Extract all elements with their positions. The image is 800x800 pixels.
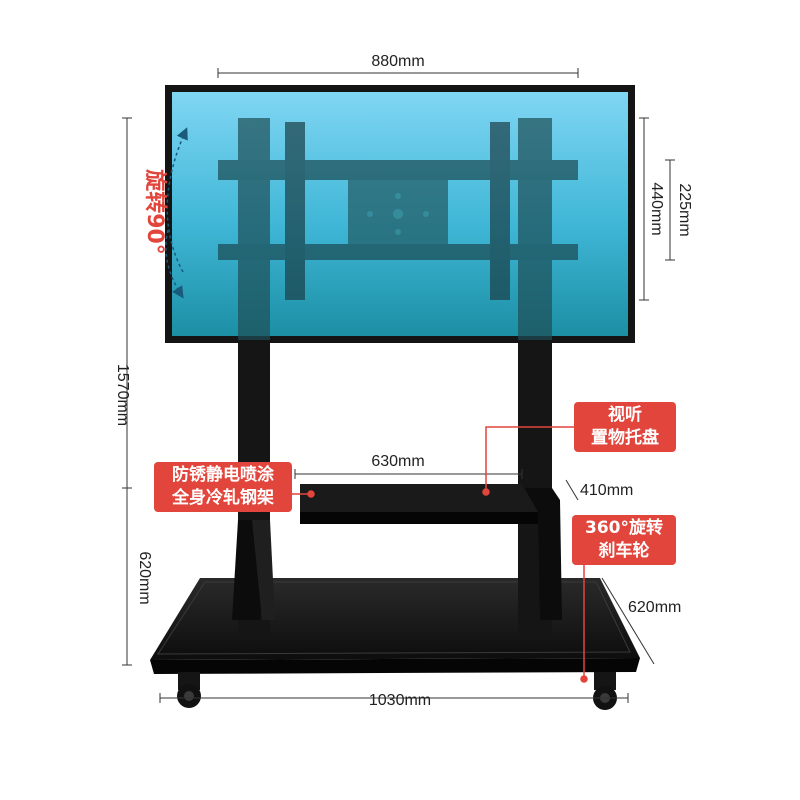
- callout-av-tray-line1: 视听: [608, 405, 642, 425]
- dim-base-depth: 620mm: [628, 599, 681, 616]
- rotation-label: 旋转90°: [142, 169, 168, 255]
- caster-wheel-left: [177, 672, 201, 708]
- callout-frame-line2: 全身冷轧钢架: [172, 488, 274, 508]
- callout-av-tray: 视听 置物托盘: [574, 402, 676, 452]
- callout-leaders: [292, 426, 588, 683]
- dim-tray-width: 630mm: [371, 453, 424, 470]
- dim-screen-width: 880mm: [371, 53, 424, 70]
- dim-mount-outer: 440mm: [648, 182, 665, 235]
- callout-wheels-line1: 360°旋转: [585, 518, 663, 538]
- dim-base-width: 1030mm: [369, 692, 431, 709]
- av-shelf-tray: [300, 484, 538, 524]
- callout-frame-line1: 防锈静电喷涂: [172, 465, 274, 485]
- dim-tray-depth: 410mm: [580, 482, 633, 499]
- vesa-mount-bracket: [218, 118, 578, 340]
- caster-wheel-right: [593, 672, 617, 710]
- callout-frame: 防锈静电喷涂 全身冷轧钢架: [154, 462, 292, 512]
- callout-wheels: 360°旋转 刹车轮: [572, 515, 676, 565]
- base-platform: [150, 578, 640, 674]
- dim-mount-inner: 225mm: [676, 183, 693, 236]
- callout-wheels-line2: 刹车轮: [598, 541, 650, 561]
- dim-base-height: 620mm: [136, 551, 153, 604]
- dimension-lines: [122, 68, 675, 703]
- callout-av-tray-line2: 置物托盘: [591, 428, 659, 448]
- rotation-arrow-icon: [165, 127, 188, 299]
- dim-total-height: 1570mm: [114, 364, 131, 426]
